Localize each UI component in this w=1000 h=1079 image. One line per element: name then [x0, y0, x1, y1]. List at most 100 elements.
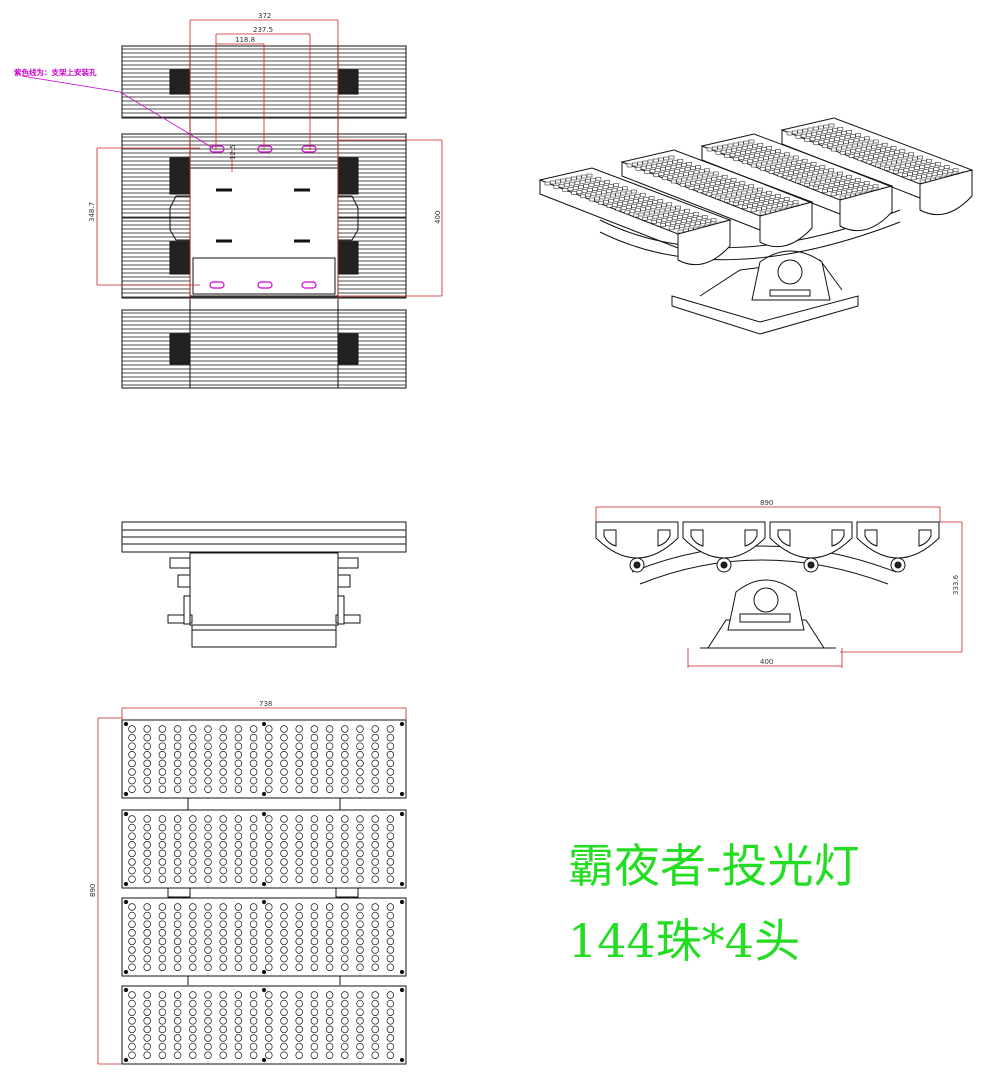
iso-led	[620, 191, 627, 196]
iso-led	[778, 198, 785, 202]
led-dot	[310, 725, 319, 733]
iso-led	[805, 163, 812, 167]
iso-led	[756, 207, 762, 212]
iso-led	[854, 153, 860, 157]
clamp-block	[169, 157, 191, 195]
iso-led	[823, 169, 829, 174]
iso-led	[773, 199, 780, 203]
iso-led	[798, 169, 805, 173]
led-dot	[219, 841, 227, 849]
led-dot	[249, 937, 258, 946]
iso-led	[615, 207, 622, 211]
led-dot	[173, 785, 182, 793]
iso-led	[869, 150, 876, 154]
screw-hole	[123, 791, 129, 797]
iso-led	[656, 219, 662, 223]
iso-led	[663, 212, 669, 217]
iso-led	[880, 162, 887, 167]
led-dot	[295, 999, 303, 1008]
led-dot	[234, 903, 243, 911]
iso-led	[606, 204, 613, 208]
iso-led	[647, 159, 654, 164]
iso-led	[711, 191, 718, 196]
led-dot	[128, 929, 136, 937]
iso-led	[862, 186, 868, 191]
iso-led	[782, 202, 788, 207]
led-dot	[386, 733, 395, 742]
iso-led	[813, 141, 819, 145]
iso-led	[736, 191, 742, 196]
iso-led	[631, 189, 637, 194]
led-dot	[234, 742, 243, 750]
led-dot	[204, 785, 212, 793]
led-dot	[234, 999, 243, 1008]
led-dot	[371, 785, 379, 793]
led-dot	[219, 1051, 227, 1059]
led-dot	[158, 903, 167, 911]
led-dot	[265, 785, 273, 793]
iso-led	[871, 144, 877, 149]
iso-led	[658, 157, 664, 162]
iso-led	[738, 156, 745, 160]
iso-led	[868, 155, 874, 159]
led-dot	[386, 929, 395, 937]
iso-led	[755, 192, 762, 197]
iso-led	[935, 162, 941, 166]
led-dot	[249, 776, 258, 785]
iso-led	[687, 213, 694, 217]
iso-led	[675, 164, 682, 168]
iso-led	[750, 193, 757, 198]
led-dot	[158, 991, 167, 999]
iso-led	[806, 132, 812, 137]
iso-led	[749, 154, 755, 158]
iso-led	[827, 128, 833, 133]
iso-led	[855, 147, 862, 152]
led-dot	[341, 1025, 349, 1034]
led-dot	[280, 1042, 288, 1051]
led-dot	[386, 875, 395, 883]
top-view	[121, 45, 407, 389]
iso-led	[825, 178, 831, 183]
iso-led	[839, 136, 846, 140]
led-dot	[295, 920, 303, 928]
iso-led	[917, 155, 923, 160]
led-dot	[325, 832, 334, 840]
iso-led	[823, 124, 830, 129]
led-dot	[371, 929, 379, 937]
iso-led	[733, 142, 739, 147]
led-dot	[249, 841, 258, 849]
front-light-head	[682, 521, 766, 573]
iso-led	[784, 197, 790, 201]
led-dot	[295, 1025, 303, 1034]
led-dot	[341, 937, 349, 946]
iso-led	[908, 167, 915, 171]
led-dot	[143, 725, 151, 733]
led-dot	[249, 954, 258, 963]
iso-led	[723, 184, 730, 188]
iso-led	[791, 160, 797, 165]
led-dot	[204, 776, 212, 785]
led-dot	[234, 1017, 243, 1025]
iso-led	[720, 180, 726, 184]
iso-led	[802, 128, 809, 133]
screw-hole	[399, 987, 405, 993]
led-dot	[173, 937, 182, 946]
iso-led	[594, 196, 600, 201]
light-head-bolt	[807, 561, 815, 569]
iso-led	[778, 153, 785, 158]
led-dot	[371, 751, 379, 759]
led-dot	[280, 911, 288, 920]
led-dot	[204, 849, 212, 858]
led-dot	[204, 751, 212, 759]
iso-led	[892, 155, 899, 160]
led-dot	[158, 946, 167, 954]
iso-led	[832, 172, 838, 177]
screw-hole	[261, 881, 267, 887]
led-dot	[371, 1051, 379, 1059]
led-dot	[204, 759, 212, 768]
led-dot	[158, 1017, 167, 1025]
led-dot	[310, 866, 319, 875]
led-dot	[341, 954, 349, 963]
iso-led	[658, 172, 665, 176]
